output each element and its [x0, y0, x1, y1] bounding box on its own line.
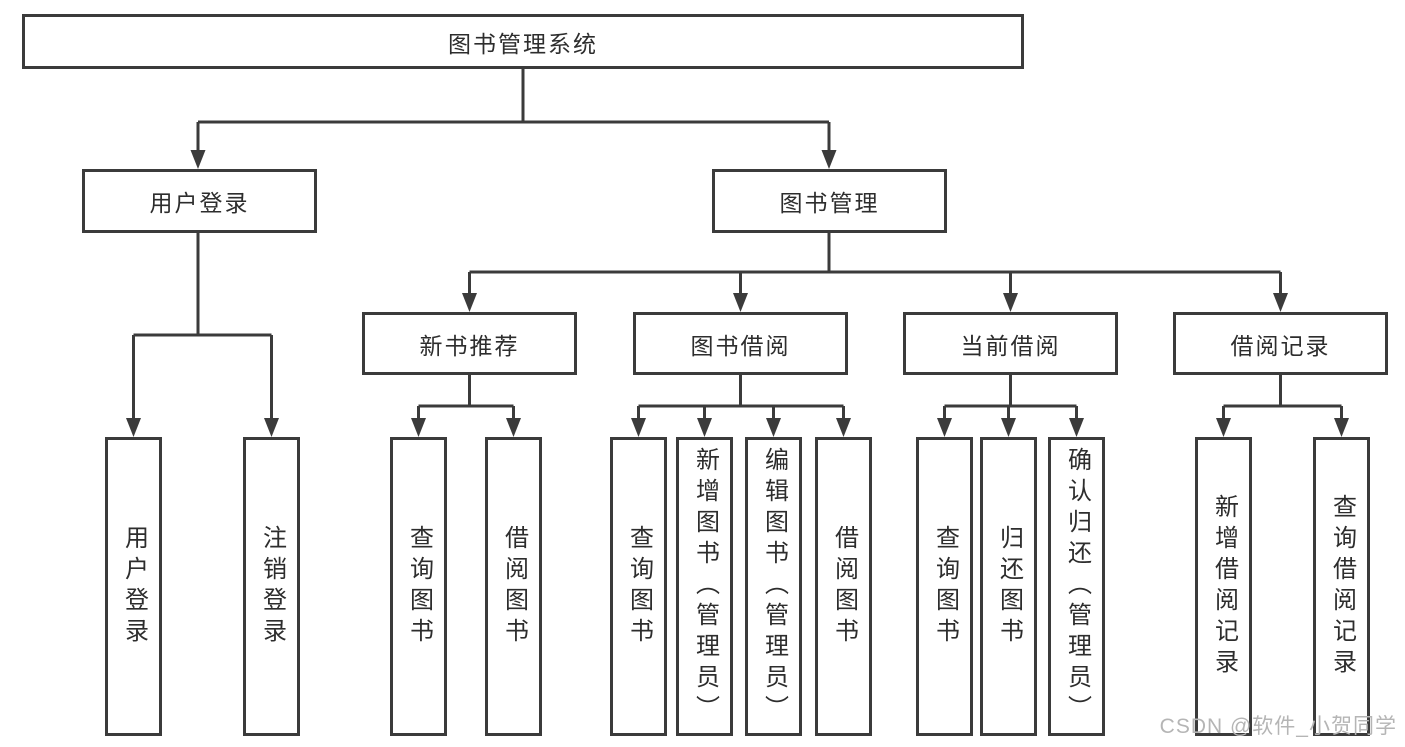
- arrowhead: [631, 418, 646, 437]
- arrowhead: [697, 418, 712, 437]
- node-book-management: 图书管理: [712, 169, 947, 233]
- edge-records-split: [1222, 375, 1343, 419]
- edge-mgmt-split: [468, 233, 1282, 294]
- arrowhead: [411, 418, 426, 437]
- arrowhead: [1003, 293, 1018, 312]
- leaf-query-books-current: 查询图书: [916, 437, 973, 736]
- arrowhead: [836, 418, 851, 437]
- arrowhead: [126, 418, 141, 437]
- edge-newbook-split: [417, 375, 515, 419]
- node-user-login: 用户登录: [82, 169, 317, 233]
- leaf-add-borrow-record: 新增借阅记录: [1195, 437, 1252, 736]
- arrowhead: [1334, 418, 1349, 437]
- arrowhead: [733, 293, 748, 312]
- leaf-confirm-return-admin: 确认归还（管理员）: [1048, 437, 1105, 736]
- arrowhead: [766, 418, 781, 437]
- node-library-management-system: 图书管理系统: [22, 14, 1024, 69]
- leaf-borrow-books-newbook: 借阅图书: [485, 437, 542, 736]
- arrowhead: [1069, 418, 1084, 437]
- edge-current-split: [943, 375, 1078, 419]
- leaf-add-books-admin: 新增图书（管理员）: [676, 437, 733, 736]
- arrowhead: [462, 293, 477, 312]
- leaf-user-login: 用户登录: [105, 437, 162, 736]
- leaf-logout: 注销登录: [243, 437, 300, 736]
- node-current-borrowing: 当前借阅: [903, 312, 1118, 375]
- edge-borrow-split: [637, 375, 845, 419]
- edge-login-split: [132, 233, 273, 419]
- leaf-query-books-newbook: 查询图书: [390, 437, 447, 736]
- arrowhead: [1001, 418, 1016, 437]
- watermark-text: CSDN @软件_小贺同学: [1159, 715, 1397, 738]
- edge-root-split: [196, 69, 831, 151]
- arrowhead: [190, 150, 206, 169]
- leaf-query-books-borrowing: 查询图书: [610, 437, 667, 736]
- arrowheads: [126, 150, 1349, 437]
- arrowhead: [506, 418, 521, 437]
- arrowhead: [264, 418, 279, 437]
- arrowhead: [937, 418, 952, 437]
- leaf-return-books: 归还图书: [980, 437, 1037, 736]
- leaf-query-borrow-record: 查询借阅记录: [1313, 437, 1370, 736]
- leaf-edit-books-admin: 编辑图书（管理员）: [745, 437, 802, 736]
- arrowhead: [821, 150, 837, 169]
- arrowhead: [1216, 418, 1231, 437]
- arrowhead: [1273, 293, 1288, 312]
- node-borrowing-records: 借阅记录: [1173, 312, 1388, 375]
- node-new-book-recommend: 新书推荐: [362, 312, 577, 375]
- node-book-borrowing: 图书借阅: [633, 312, 848, 375]
- leaf-borrow-books-borrowing: 借阅图书: [815, 437, 872, 736]
